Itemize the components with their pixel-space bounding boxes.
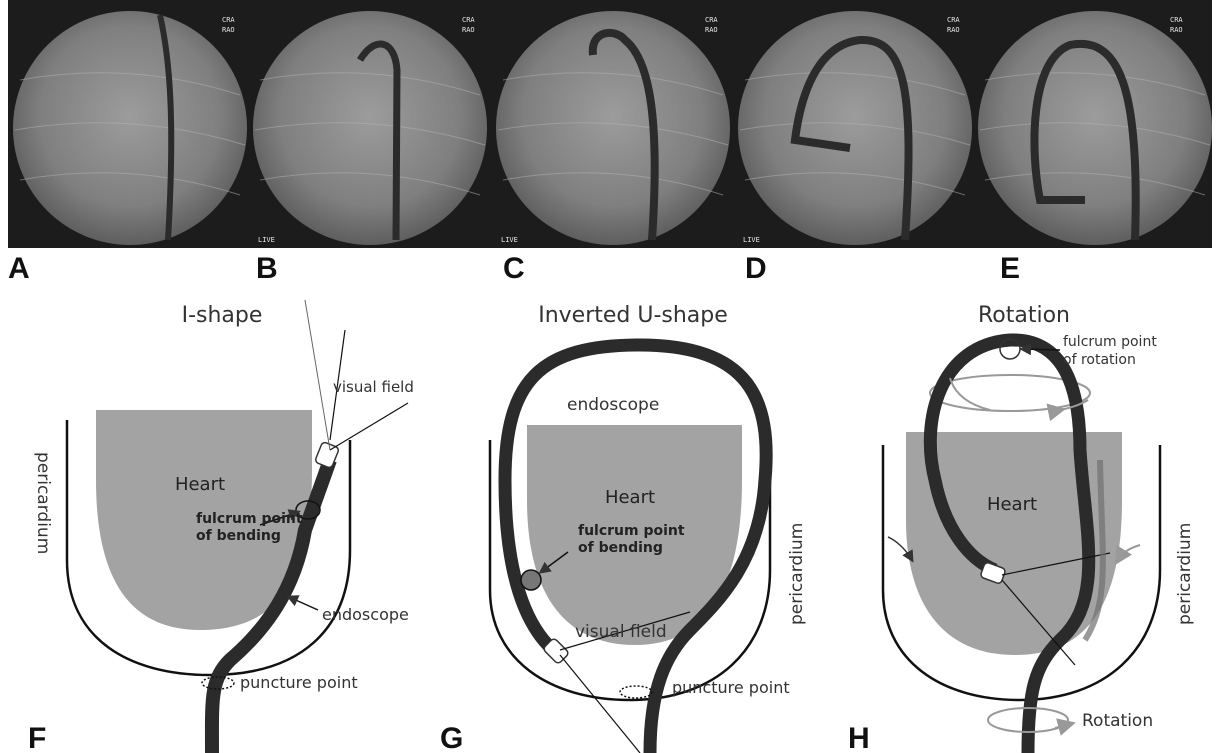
xray-panel-d: CRA RAO LIVE [738,11,972,245]
heart-label: Heart [605,487,655,508]
fulcrum-label-line-1: fulcrum point [578,523,685,539]
xray-panel-b: CRA RAO LIVE [253,11,487,245]
fulcrum-label-line-2: of bending [196,528,281,544]
fulcrum-label-line-1: fulcrum point [1063,334,1157,350]
fulcrum-marker [521,570,541,590]
panel-label-g: G [440,722,463,753]
overlay-orientation-2: RAO [222,26,235,34]
xray-panel-a: CRA RAO [13,11,247,245]
xray-panel-c: CRA RAO LIVE [496,11,730,245]
fulcrum-label-line-2: of rotation [1063,352,1136,368]
overlay-orientation-1: CRA [705,16,718,24]
diagram-inverted-u-shape: Inverted U-shape Heart pericardium endos… [490,303,807,753]
rotation-arrow-bottom [1055,724,1070,728]
fluoroscopy-field [13,11,247,245]
panel-label-c: C [503,252,525,285]
fulcrum-arrow [1022,349,1060,350]
endoscope-arrow [289,597,318,610]
overlay-orientation-1: CRA [1170,16,1183,24]
diagram-title: I-shape [182,303,263,328]
rotation-arrow-right [1118,545,1140,560]
overlay-orientation-2: RAO [462,26,475,34]
panel-label-b: B [256,252,278,285]
diagram-title: Inverted U-shape [538,303,728,328]
endoscope-label: endoscope [322,605,409,624]
diagram-rotation: Rotation Heart pericardium fulcrum point… [883,303,1195,753]
xray-panel-e: CRA RAO [978,11,1212,245]
overlay-orientation-1: CRA [947,16,960,24]
panel-label-h: H [848,722,870,753]
visual-field-label: visual field [575,622,667,642]
panel-label-a: A [8,252,30,285]
heart-label: Heart [175,474,225,495]
overlay-orientation-2: RAO [705,26,718,34]
pericardium-label: pericardium [33,452,53,554]
overlay-live: LIVE [501,236,518,244]
fluoroscopy-field [738,11,972,245]
panel-label-d: D [745,252,767,285]
panel-label-f: F [28,722,46,753]
panel-label-e: E [1000,252,1020,285]
overlay-live: LIVE [258,236,275,244]
overlay-orientation-1: CRA [222,16,235,24]
diagram-title: Rotation [978,303,1070,328]
rotation-label: Rotation [1082,711,1153,731]
xray-strip: CRA RAO CRA RAO LIVE CRA RAO LIVE [8,0,1212,248]
endoscope-label: endoscope [567,395,659,415]
puncture-label: puncture point [672,678,790,697]
puncture-marker [620,686,652,698]
overlay-orientation-2: RAO [1170,26,1183,34]
pericardium-label: pericardium [787,523,807,625]
overlay-orientation-2: RAO [947,26,960,34]
diagram-i-shape: I-shape Heart pericardium visual field f… [33,300,414,753]
overlay-live: LIVE [743,236,760,244]
visual-field-label: visual field [333,378,414,396]
fluoroscopy-field [496,11,730,245]
visual-field-line [560,655,640,753]
overlay-orientation-1: CRA [462,16,475,24]
puncture-label: puncture point [240,673,358,692]
heart-label: Heart [987,494,1037,515]
fulcrum-label-line-2: of bending [578,540,663,556]
visual-field-line [330,403,408,450]
fulcrum-label-line-1: fulcrum point [196,511,303,527]
rotation-arrow-top-left [950,378,990,410]
pericardium-label: pericardium [1175,523,1195,625]
